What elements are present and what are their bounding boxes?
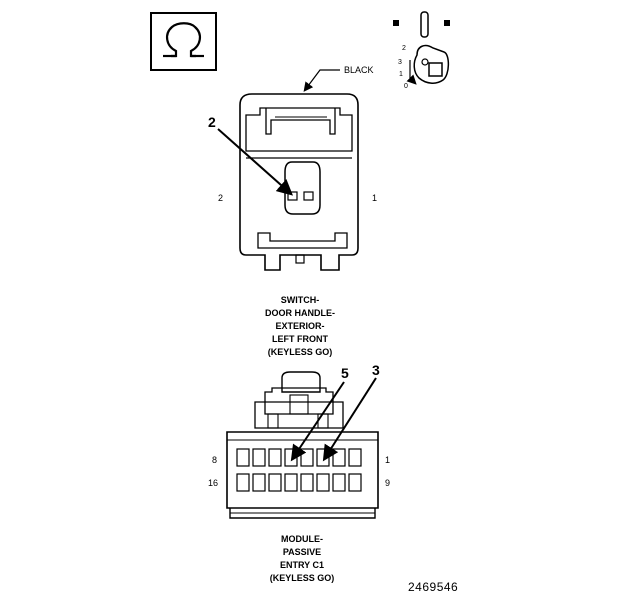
module-pin-bottom-right-label: 9 [385, 478, 391, 488]
switch-pin-right-label: 1 [372, 193, 378, 203]
module-connector [226, 371, 379, 519]
module-callout-b: 3 [372, 362, 380, 378]
key-position-label: 0 [404, 83, 408, 90]
ignition-key-icon [393, 11, 450, 85]
switch-title-line: DOOR HANDLE- [265, 308, 335, 318]
switch-callout-number: 2 [208, 114, 216, 130]
switch-connector-title: SWITCH- DOOR HANDLE- EXTERIOR- LEFT FRON… [230, 294, 370, 359]
switch-title-line: SWITCH- [280, 295, 320, 305]
module-title-line: MODULE- [281, 534, 323, 544]
key-position-label: 1 [399, 71, 403, 78]
module-pin-top-left-label: 8 [212, 455, 218, 465]
figure-number: 2469546 [408, 580, 459, 594]
omega-symbol-icon [150, 12, 217, 71]
module-pin-top-right-label: 1 [385, 455, 391, 465]
pin-row-top [236, 448, 362, 467]
switch-title-line: EXTERIOR- [275, 321, 325, 331]
connector-color-label: BLACK [344, 65, 374, 75]
module-connector-title: MODULE- PASSIVE ENTRY C1 (KEYLESS GO) [232, 533, 372, 585]
key-position-label: 2 [402, 45, 406, 52]
module-title-line: ENTRY C1 [279, 560, 324, 570]
key-position-label: 3 [398, 59, 402, 66]
switch-connector [217, 69, 359, 271]
switch-pin-left-label: 2 [218, 193, 224, 203]
module-title-line: PASSIVE [282, 547, 322, 557]
switch-title-line: LEFT FRONT [272, 334, 328, 344]
pin-row-bottom [236, 473, 362, 492]
module-title-line: (KEYLESS GO) [269, 573, 335, 583]
module-callout-a: 5 [341, 365, 349, 381]
module-pin-bottom-left-label: 16 [208, 478, 219, 488]
switch-title-line: (KEYLESS GO) [267, 347, 333, 357]
